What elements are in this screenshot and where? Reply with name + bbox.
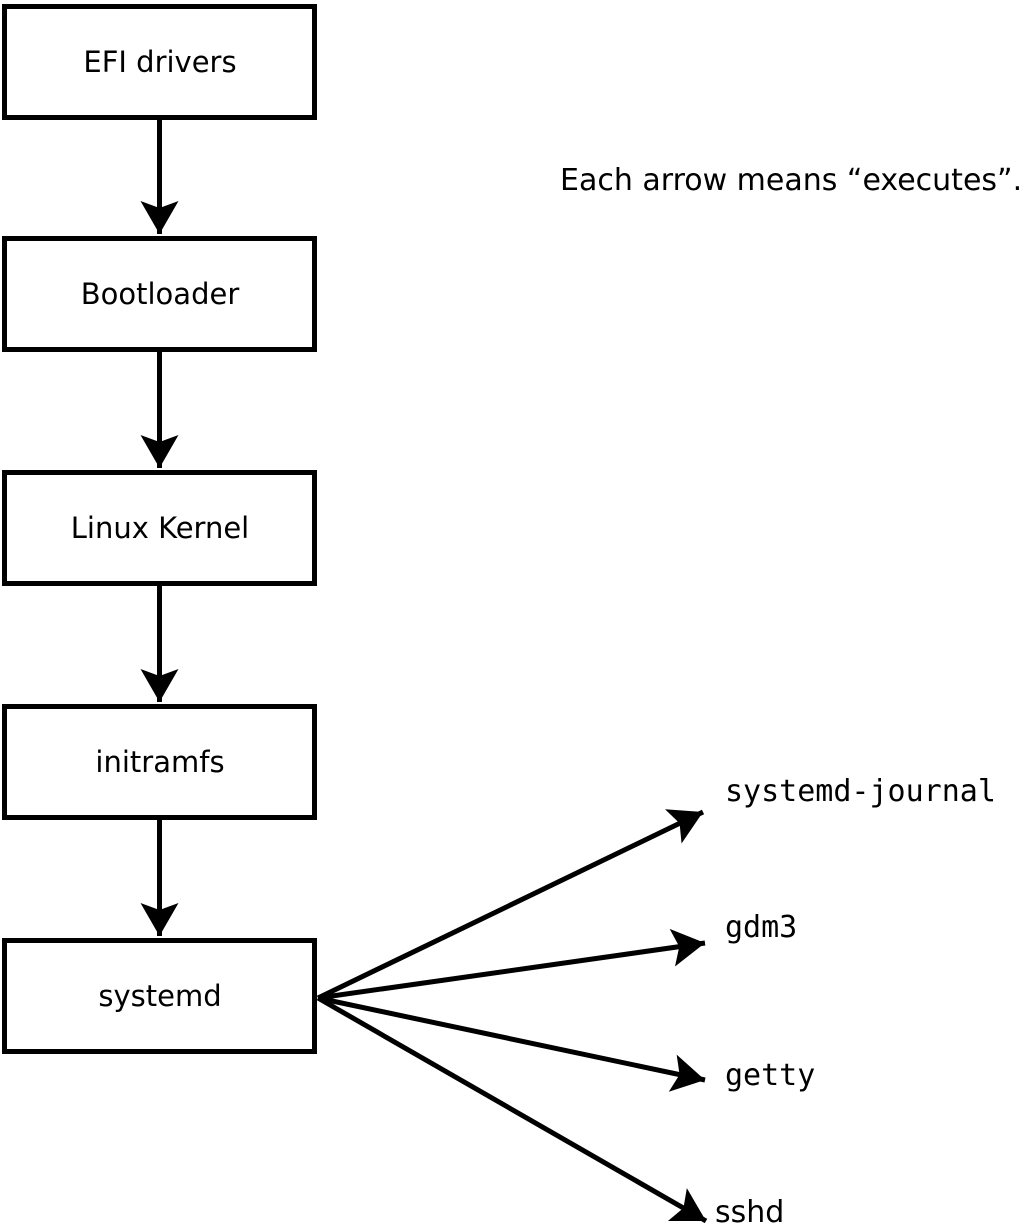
label-getty: getty bbox=[725, 1058, 815, 1093]
arrow-systemd-to-getty bbox=[317, 995, 706, 1092]
arrow-systemd-to-sshd bbox=[316, 995, 708, 1224]
box-efi-drivers-label: EFI drivers bbox=[83, 45, 236, 79]
box-efi-drivers: EFI drivers bbox=[2, 4, 317, 120]
box-linux-kernel-label: Linux Kernel bbox=[71, 511, 249, 545]
box-initramfs-label: initramfs bbox=[95, 745, 224, 779]
box-bootloader: Bootloader bbox=[2, 236, 317, 352]
annotation-arrow-meaning: Each arrow means “executes”. bbox=[560, 163, 1022, 198]
box-systemd: systemd bbox=[2, 938, 317, 1054]
arrow-systemd-to-gdm3 bbox=[317, 928, 706, 1001]
box-bootloader-rect bbox=[2, 236, 317, 352]
box-initramfs-rect bbox=[2, 704, 317, 820]
label-gdm3: gdm3 bbox=[725, 910, 797, 945]
arrow-systemd-to-systemd-journal bbox=[316, 809, 705, 1001]
box-initramfs: initramfs bbox=[2, 704, 317, 820]
label-sshd: sshd bbox=[715, 1195, 784, 1230]
box-systemd-rect bbox=[2, 938, 317, 1054]
box-linux-kernel: Linux Kernel bbox=[2, 470, 317, 586]
box-linux-kernel-rect bbox=[2, 470, 317, 586]
box-systemd-label: systemd bbox=[98, 979, 221, 1013]
label-systemd-journal: systemd-journal bbox=[725, 774, 996, 809]
box-bootloader-label: Bootloader bbox=[81, 277, 240, 311]
box-efi-drivers-rect bbox=[2, 4, 317, 120]
